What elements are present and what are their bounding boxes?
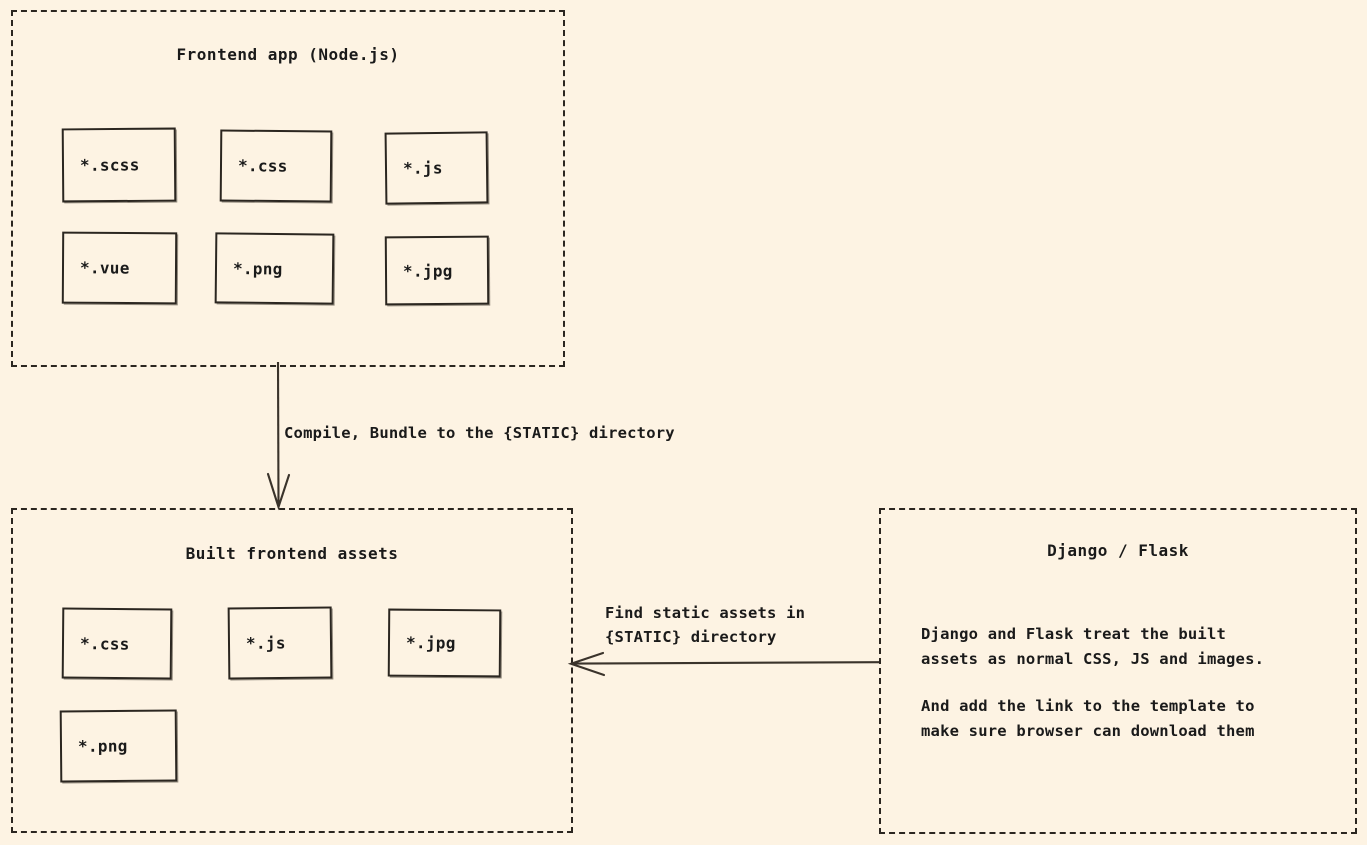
group-django-flask-title: Django / Flask — [1047, 541, 1189, 560]
file-box-vue: *.vue — [61, 231, 178, 305]
file-box-png-source-label: *.png — [232, 258, 283, 279]
file-box-png-built-label: *.png — [77, 736, 128, 756]
file-box-png-source: *.png — [214, 232, 335, 305]
group-django-flask: Django / Flask Django and Flask treat th… — [879, 508, 1357, 834]
file-box-vue-label: *.vue — [79, 258, 130, 278]
file-box-scss-label: *.scss — [79, 155, 140, 175]
file-box-js-built: *.js — [227, 606, 333, 680]
arrow-find-static-assets — [567, 651, 880, 677]
file-box-css-built-label: *.css — [79, 633, 130, 654]
backend-description-paragraph-1: Django and Flask treat the built assets … — [921, 625, 1265, 668]
file-box-js-source: *.js — [384, 131, 489, 205]
arrow-compile-bundle-label: Compile, Bundle to the {STATIC} director… — [284, 424, 675, 442]
file-box-jpg-source-label: *.jpg — [402, 260, 453, 281]
file-box-js-source-label: *.js — [402, 158, 443, 178]
file-box-png-built: *.png — [59, 709, 178, 783]
group-built-assets-title: Built frontend assets — [185, 544, 399, 563]
backend-description-paragraph-2: And add the link to the template to make… — [921, 697, 1255, 740]
group-frontend-app: Frontend app (Node.js) — [11, 10, 565, 367]
group-frontend-app-title: Frontend app (Node.js) — [176, 45, 400, 64]
file-box-css-built: *.css — [61, 607, 173, 680]
arrow-find-static-assets-label: Find static assets in {STATIC} directory — [605, 604, 806, 646]
file-box-css-source-label: *.css — [237, 156, 288, 176]
file-box-jpg-built: *.jpg — [387, 608, 502, 678]
file-box-scss: *.scss — [61, 127, 177, 203]
file-box-js-built-label: *.js — [245, 633, 286, 653]
file-box-jpg-source: *.jpg — [384, 235, 490, 306]
file-box-jpg-built-label: *.jpg — [405, 633, 456, 653]
file-box-css-source: *.css — [219, 129, 333, 203]
